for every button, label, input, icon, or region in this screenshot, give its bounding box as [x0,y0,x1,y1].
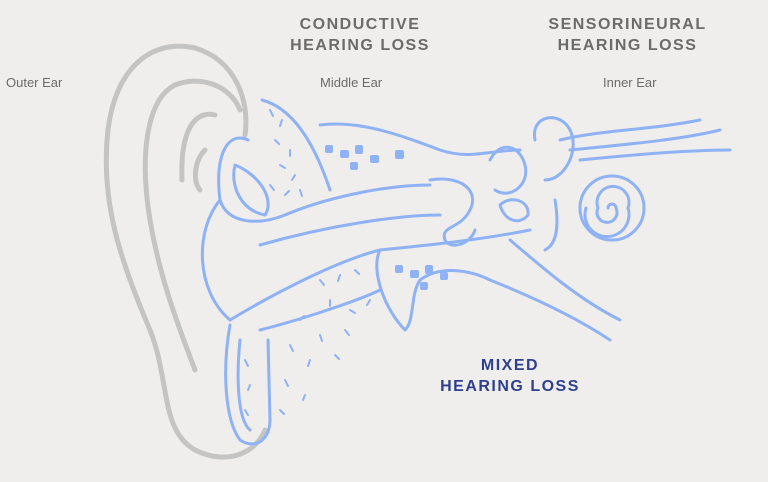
heading-line: HEARING LOSS [290,37,430,54]
middle-inner-ear [200,98,732,446]
middle-ear-label: Middle Ear [320,75,383,90]
heading-line: MIXED [480,357,540,374]
heading-line: HEARING LOSS [557,37,698,54]
conductive-hearing-loss-heading: CONDUCTIVE HEARING LOSS [280,14,440,56]
mixed-hearing-loss-heading: MIXED HEARING LOSS [440,355,580,397]
heading-line: CONDUCTIVE [299,16,421,33]
tissue-dashes [244,109,371,416]
outer-ear-pinna [103,43,268,460]
outer-ear-label: Outer Ear [6,75,63,90]
heading-line: HEARING LOSS [440,378,580,395]
sensorineural-hearing-loss-heading: SENSORINEURAL HEARING LOSS [535,14,720,56]
bone-texture [325,145,448,290]
heading-line: SENSORINEURAL [548,16,707,33]
inner-ear-label: Inner Ear [603,75,657,90]
